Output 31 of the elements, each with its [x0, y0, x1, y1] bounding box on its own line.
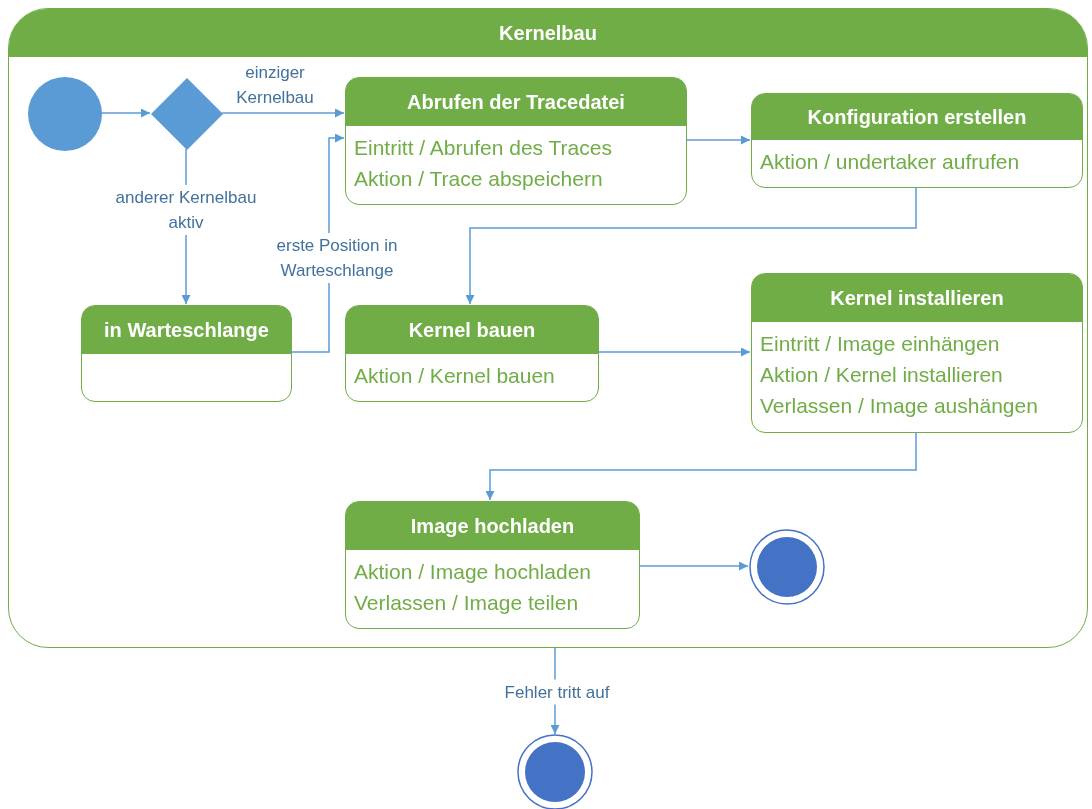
state-action: Eintritt / Image einhängen [760, 331, 1001, 357]
state-box [345, 305, 599, 402]
state-title: Kernel bauen [408, 318, 536, 343]
transition-arrow [100, 108, 151, 118]
state-title: Konfiguration erstellen [807, 105, 1027, 130]
state-action: Aktion / Trace abspeichern [354, 166, 604, 192]
state-action: Aktion / undertaker aufrufen [760, 149, 1021, 175]
state-title: Image hochladen [410, 514, 575, 539]
state-title: in Warteschlange [104, 318, 269, 343]
state-action: Verlassen / Image teilen [354, 590, 580, 616]
state-action: Eintritt / Abrufen des Traces [354, 135, 613, 161]
state-title: Kernel installieren [830, 286, 1004, 311]
transition-arrow [685, 135, 751, 145]
transition-arrow [485, 431, 917, 501]
edge-label: Fehler tritt auf [502, 679, 612, 705]
state-box [345, 501, 640, 629]
state-title: Kernelbau [499, 21, 597, 46]
state-box [751, 93, 1083, 188]
state-box [751, 273, 1083, 433]
state-title: Abrufen der Tracedatei [407, 90, 625, 115]
transition-arrow [221, 108, 345, 118]
state-box [81, 305, 292, 402]
state-action: Aktion / Kernel bauen [354, 363, 556, 389]
state-box [345, 77, 687, 205]
transition-arrow [638, 561, 749, 571]
state-action: Aktion / Kernel installieren [760, 362, 1004, 388]
composite-state [8, 8, 1088, 648]
state-action: Verlassen / Image aushängen [760, 393, 1039, 419]
state-action: Aktion / Image hochladen [354, 559, 592, 585]
transition-arrow [597, 347, 751, 357]
transition-arrow [465, 186, 917, 305]
